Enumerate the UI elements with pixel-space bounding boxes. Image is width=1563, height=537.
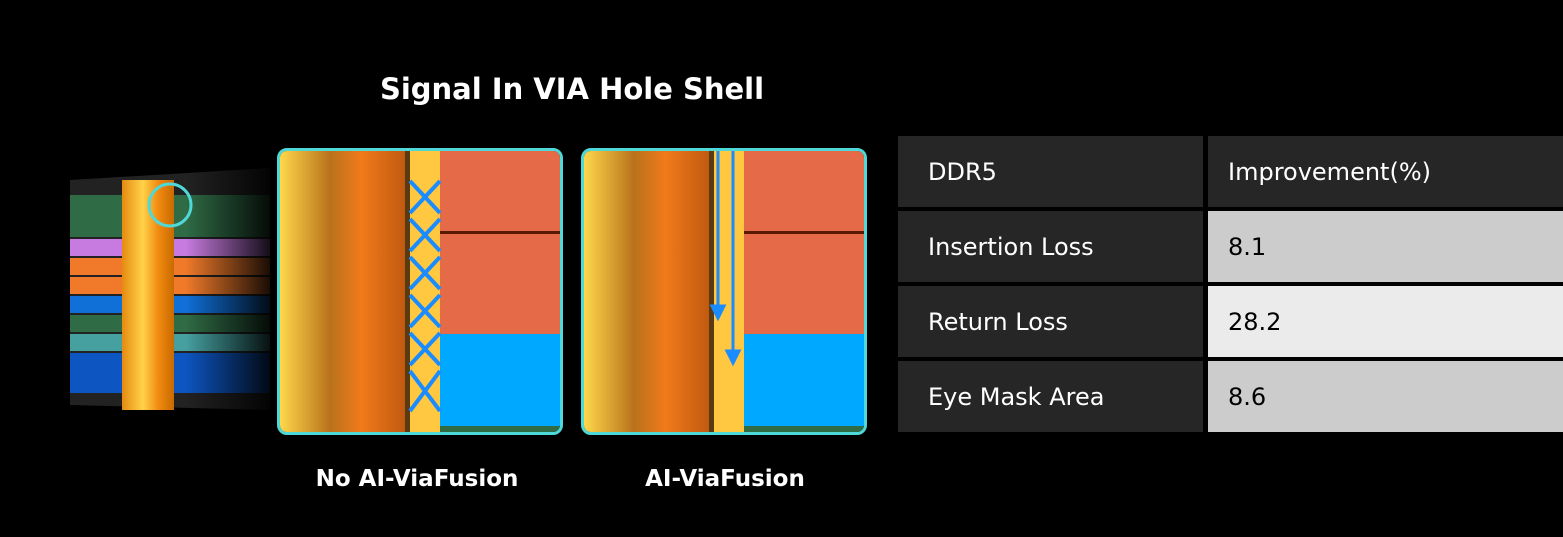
value-cell: 28.2 xyxy=(1208,286,1563,357)
improvement-table: DDR5 Improvement(%) Insertion Loss 8.1 R… xyxy=(898,136,1563,436)
via-wall-straight-signal xyxy=(584,151,864,432)
metric-cell: Return Loss xyxy=(898,286,1203,357)
value-cell: 8.1 xyxy=(1208,211,1563,282)
caption-no-ai-viafusion: No AI-ViaFusion xyxy=(315,466,519,492)
panel-ai-viafusion xyxy=(581,148,867,435)
metric-cell: Insertion Loss xyxy=(898,211,1203,282)
panel-no-ai-viafusion xyxy=(277,148,563,435)
pcb-stack-illustration xyxy=(70,165,280,415)
caption-ai-viafusion: AI-ViaFusion xyxy=(645,466,805,492)
value-cell: 8.6 xyxy=(1208,361,1563,432)
header-improvement: Improvement(%) xyxy=(1208,136,1563,207)
diagram-title: Signal In VIA Hole Shell xyxy=(379,72,765,106)
table-header-row: DDR5 Improvement(%) xyxy=(898,136,1563,207)
table-row: Eye Mask Area 8.6 xyxy=(898,361,1563,432)
header-ddr5: DDR5 xyxy=(898,136,1203,207)
metric-cell: Eye Mask Area xyxy=(898,361,1203,432)
table-row: Insertion Loss 8.1 xyxy=(898,211,1563,282)
zoom-highlight-circle xyxy=(147,182,193,228)
table-row: Return Loss 28.2 xyxy=(898,286,1563,357)
via-wall-crossed-signal xyxy=(280,151,560,432)
